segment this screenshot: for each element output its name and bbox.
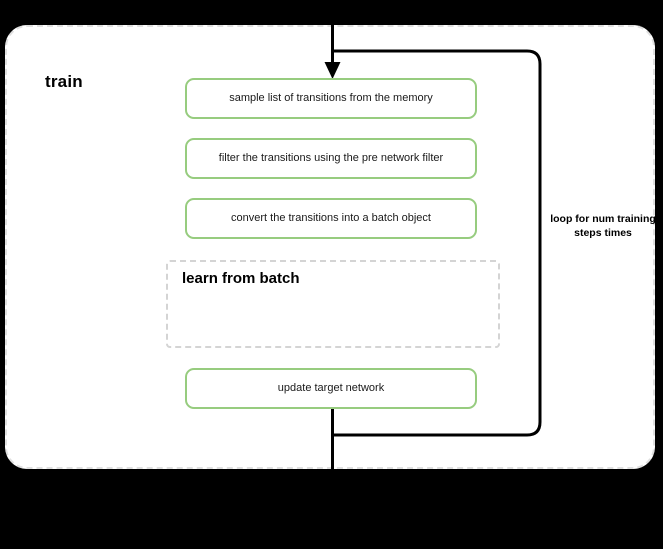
step-box-convert[interactable]: convert the transitions into a batch obj… [185, 198, 477, 239]
step-box-update-target-network-label: update target network [277, 381, 385, 394]
step-box-sample-label: sample list of transitions from the memo… [229, 91, 433, 104]
step-box-filter[interactable]: filter the transitions using the pre net… [185, 138, 477, 179]
group-learn-from-batch-label: learn from batch [182, 270, 300, 287]
loop-annotation-label: loop for num training steps times [550, 213, 656, 239]
step-box-sample[interactable]: sample list of transitions from the memo… [185, 78, 477, 119]
step-box-update-target-network[interactable]: update target network [185, 368, 477, 409]
group-learn-from-batch: learn from batch [166, 260, 500, 348]
step-box-convert-label: convert the transitions into a batch obj… [231, 211, 431, 224]
step-box-filter-label: filter the transitions using the pre net… [218, 151, 444, 164]
train-title: train [45, 72, 83, 91]
